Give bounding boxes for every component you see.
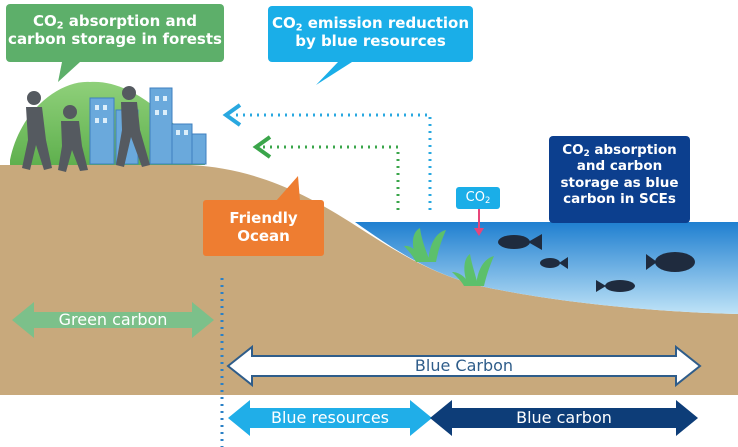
co2-tag-co: CO (465, 190, 485, 205)
forest-callout-sub: 2 (56, 20, 64, 32)
friendly-ocean-line1: Friendly (229, 209, 298, 227)
emission-callout-line2: by blue resources (295, 32, 446, 51)
seagrass-icon (404, 228, 494, 286)
emission-callout-co: CO (271, 14, 296, 32)
blue-carbon-lower-label: Blue carbon (516, 408, 612, 427)
emission-reduction-callout: CO2 emission reduction by blue resources (268, 6, 473, 62)
forest-absorption-arrowhead-green (252, 135, 272, 159)
forest-callout-pointer (58, 62, 80, 82)
land-and-seabed (0, 165, 738, 395)
co2-tag: CO2 (456, 187, 500, 209)
sea-water (355, 222, 738, 314)
blue-carbon-upper-label: Blue Carbon (414, 356, 514, 375)
forest-absorption-callout: CO2 absorption and carbon storage in for… (6, 4, 224, 62)
blue-carbon-dark-arrow (430, 400, 698, 436)
emission-callout-line1: emission reduction (302, 14, 470, 32)
co2-tag-sub: 2 (484, 195, 491, 206)
friendly-ocean-line2: Ocean (237, 227, 290, 246)
green-carbon-arrow (12, 302, 214, 338)
emission-callout-sub: 2 (295, 22, 303, 34)
sce-callout-co: CO (562, 142, 584, 158)
city-buildings-icon (89, 87, 207, 165)
forest-callout-line1: absorption and (63, 12, 198, 30)
friendly-ocean-pointer (276, 176, 300, 201)
fish-icon (498, 234, 695, 292)
emission-reduction-arrowhead-blue (222, 103, 242, 127)
sce-callout-line3: storage as blue (560, 174, 679, 191)
sce-callout-line4: carbon in SCEs (563, 191, 676, 208)
blue-resources-arrow (228, 400, 432, 436)
green-carbon-label: Green carbon (58, 310, 168, 329)
sce-callout-sub: 2 (583, 149, 590, 160)
sce-absorption-callout: CO2 absorption and carbon storage as blu… (549, 136, 690, 223)
people-silhouettes-icon (22, 86, 150, 172)
blue-carbon-outline-arrow (226, 344, 702, 388)
forest-callout-co: CO (32, 12, 57, 30)
forest-callout-line2: carbon storage in forests (8, 30, 222, 49)
friendly-ocean-callout: Friendly Ocean (203, 200, 324, 256)
sce-callout-line2: and carbon (576, 158, 663, 175)
emission-callout-pointer (316, 62, 352, 85)
blue-resources-label: Blue resources (270, 408, 390, 427)
sce-callout-line1: absorption (589, 142, 677, 158)
forest-absorption-path-green (262, 145, 400, 210)
